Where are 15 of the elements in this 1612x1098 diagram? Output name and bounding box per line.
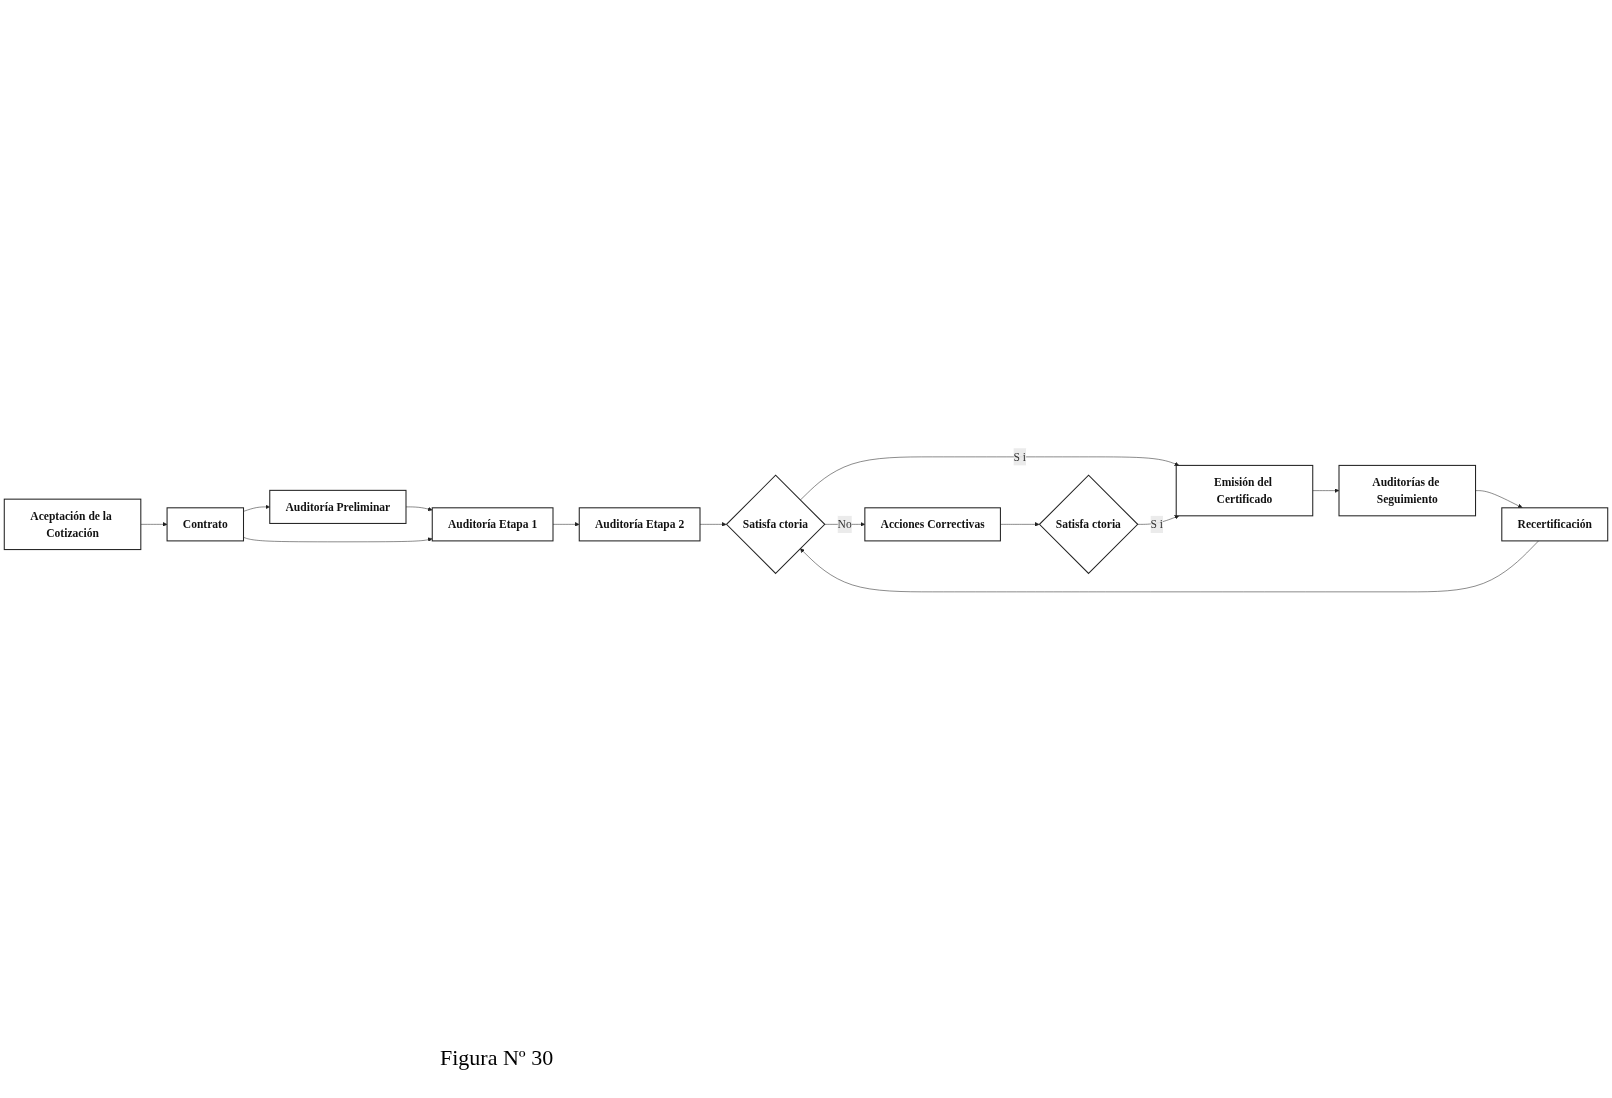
edge-label: S i — [1150, 517, 1164, 531]
node-box: Acciones Correctivas — [864, 507, 1001, 542]
node-diamond: Satisfa ctoria — [725, 474, 826, 575]
edge-label: No — [837, 517, 852, 531]
node-box: Recertificación — [1501, 507, 1609, 542]
figure-caption: Figura Nº 30 — [440, 1045, 554, 1071]
node-box: Contrato — [166, 507, 245, 542]
edge-label: S i — [1013, 450, 1027, 464]
node-box: Auditoría Preliminar — [269, 489, 407, 524]
node-box: Auditoría Etapa 2 — [578, 507, 701, 542]
node-box: Aceptación de la Cotización — [3, 498, 142, 551]
node-diamond: Satisfa ctoria — [1038, 474, 1139, 575]
node-box: Emisión del Certificado — [1175, 464, 1314, 517]
node-box: Auditorías de Seguimiento — [1338, 464, 1477, 517]
node-box: Auditoría Etapa 1 — [431, 507, 554, 542]
